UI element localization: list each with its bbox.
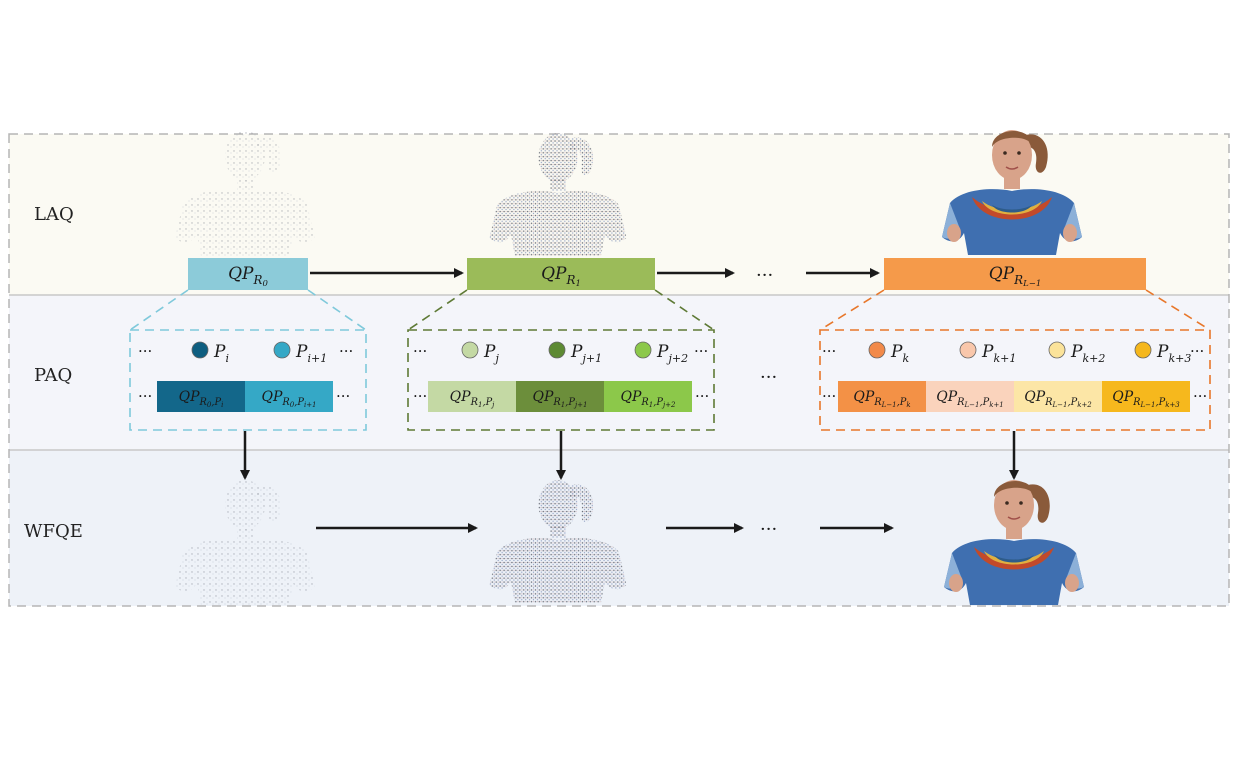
qp-label: QPR0,Pi+1 (261, 389, 316, 409)
laq-blocks: QPR0 QPR1 QPRL−1 (188, 258, 1146, 290)
paq-cells-ellipsis-left: ··· (413, 387, 427, 405)
paq-group-0: ··· ··· Pi Pi+1 ··· ··· QPR0,Pi QPR0,Pi+1 (129, 289, 367, 431)
figure-wfqe-rl1 (944, 480, 1084, 605)
paq-middle-ellipsis: ··· (760, 367, 777, 388)
qp-label: QPRL−1,Pk+2 (1024, 389, 1092, 409)
qp-label: QPR1,Pj+1 (533, 389, 588, 409)
laq-block-2: QPRL−1 (884, 258, 1146, 290)
laq-block-0: QPR0 (188, 258, 308, 290)
point-marker (548, 341, 566, 359)
point-marker (959, 341, 977, 359)
figure-laq-r1 (489, 133, 627, 256)
qp-label: QPR1 (541, 264, 581, 289)
paq-group-box (407, 329, 715, 431)
qp-label: QPR0,Pi (179, 389, 224, 409)
point-label: Pk+3 (1156, 342, 1191, 365)
paq-cell (428, 381, 516, 412)
paq-connector-left (407, 289, 468, 331)
paq-cell (604, 381, 692, 412)
point-label: Pk+2 (1070, 342, 1105, 365)
paq-connector-left (129, 289, 189, 331)
point-label: Pj+2 (656, 342, 688, 365)
paq-points-ellipsis-left: ··· (138, 342, 152, 360)
paq-points-ellipsis-right: ··· (339, 342, 353, 360)
figure-wfqe-r0 (175, 480, 315, 605)
qp-label: QPR0 (228, 264, 268, 289)
paq-connector-left (819, 289, 885, 331)
paq-cell (157, 381, 245, 412)
row-label-paq: PAQ (34, 365, 72, 386)
point-marker (634, 341, 652, 359)
paq-points-ellipsis-right: ··· (694, 342, 708, 360)
laq-block-rect (188, 258, 308, 290)
paq-cell (926, 381, 1014, 412)
point-label: Pj (483, 342, 499, 365)
row-band-paq (9, 295, 1229, 450)
figure-laq-rl1 (942, 130, 1082, 255)
point-marker (868, 341, 886, 359)
qp-label: QPRL−1,Pk (853, 389, 910, 409)
laq-ellipsis: ··· (756, 265, 773, 286)
paq-group-1: ··· ··· Pj Pj+1 Pj+2 ··· ··· QPR1,Pj QPR1,Pj+1 QP… (407, 289, 715, 431)
point-marker (191, 341, 209, 359)
wfqe-ellipsis: ··· (760, 519, 777, 540)
paq-group-box (819, 329, 1211, 431)
laq-block-1: QPR1 (467, 258, 655, 290)
point-label: Pj+1 (570, 342, 602, 365)
paq-points-ellipsis-left: ··· (413, 342, 427, 360)
qp-label: QPRL−1,Pk+3 (1112, 389, 1180, 409)
paq-cells-ellipsis-right: ··· (695, 387, 709, 405)
point-marker (273, 341, 291, 359)
paq-cell (1102, 381, 1190, 412)
laq-block-rect (467, 258, 655, 290)
qp-label: QPRL−1,Pk+1 (936, 389, 1004, 409)
paq-points-ellipsis-left: ··· (822, 342, 836, 360)
paq-connector-right (654, 289, 715, 331)
point-label: Pi (213, 342, 229, 365)
row-label-laq: LAQ (34, 204, 74, 225)
point-marker (461, 341, 479, 359)
paq-cell (516, 381, 604, 412)
point-label: Pk+1 (981, 342, 1016, 365)
row-label-wfqe: WFQE (24, 521, 83, 542)
qp-label: QPRL−1 (989, 264, 1042, 289)
point-label: Pi+1 (295, 342, 327, 365)
point-marker (1134, 341, 1152, 359)
paq-connector-right (1145, 289, 1211, 331)
paq-cell (838, 381, 926, 412)
paq-cells-ellipsis-left: ··· (138, 387, 152, 405)
qp-label: QPR1,Pj (450, 389, 495, 409)
paq-cell (245, 381, 333, 412)
paq-points-ellipsis-right: ··· (1190, 342, 1204, 360)
paq-cell (1014, 381, 1102, 412)
paq-cells-ellipsis-right: ··· (336, 387, 350, 405)
figure-laq-r0 (175, 131, 315, 256)
paq-cells-ellipsis-left: ··· (822, 387, 836, 405)
point-label: Pk (890, 342, 909, 365)
outer-border (8, 133, 1230, 607)
paq-connector-right (307, 289, 367, 331)
point-marker (1048, 341, 1066, 359)
figure-wfqe-r1 (489, 480, 627, 603)
qp-label: QPR1,Pj+2 (621, 389, 677, 409)
laq-block-rect (884, 258, 1146, 290)
paq-cells-ellipsis-right: ··· (1193, 387, 1207, 405)
paq-group-box (129, 329, 367, 431)
point-cloud-figures (175, 130, 1084, 605)
